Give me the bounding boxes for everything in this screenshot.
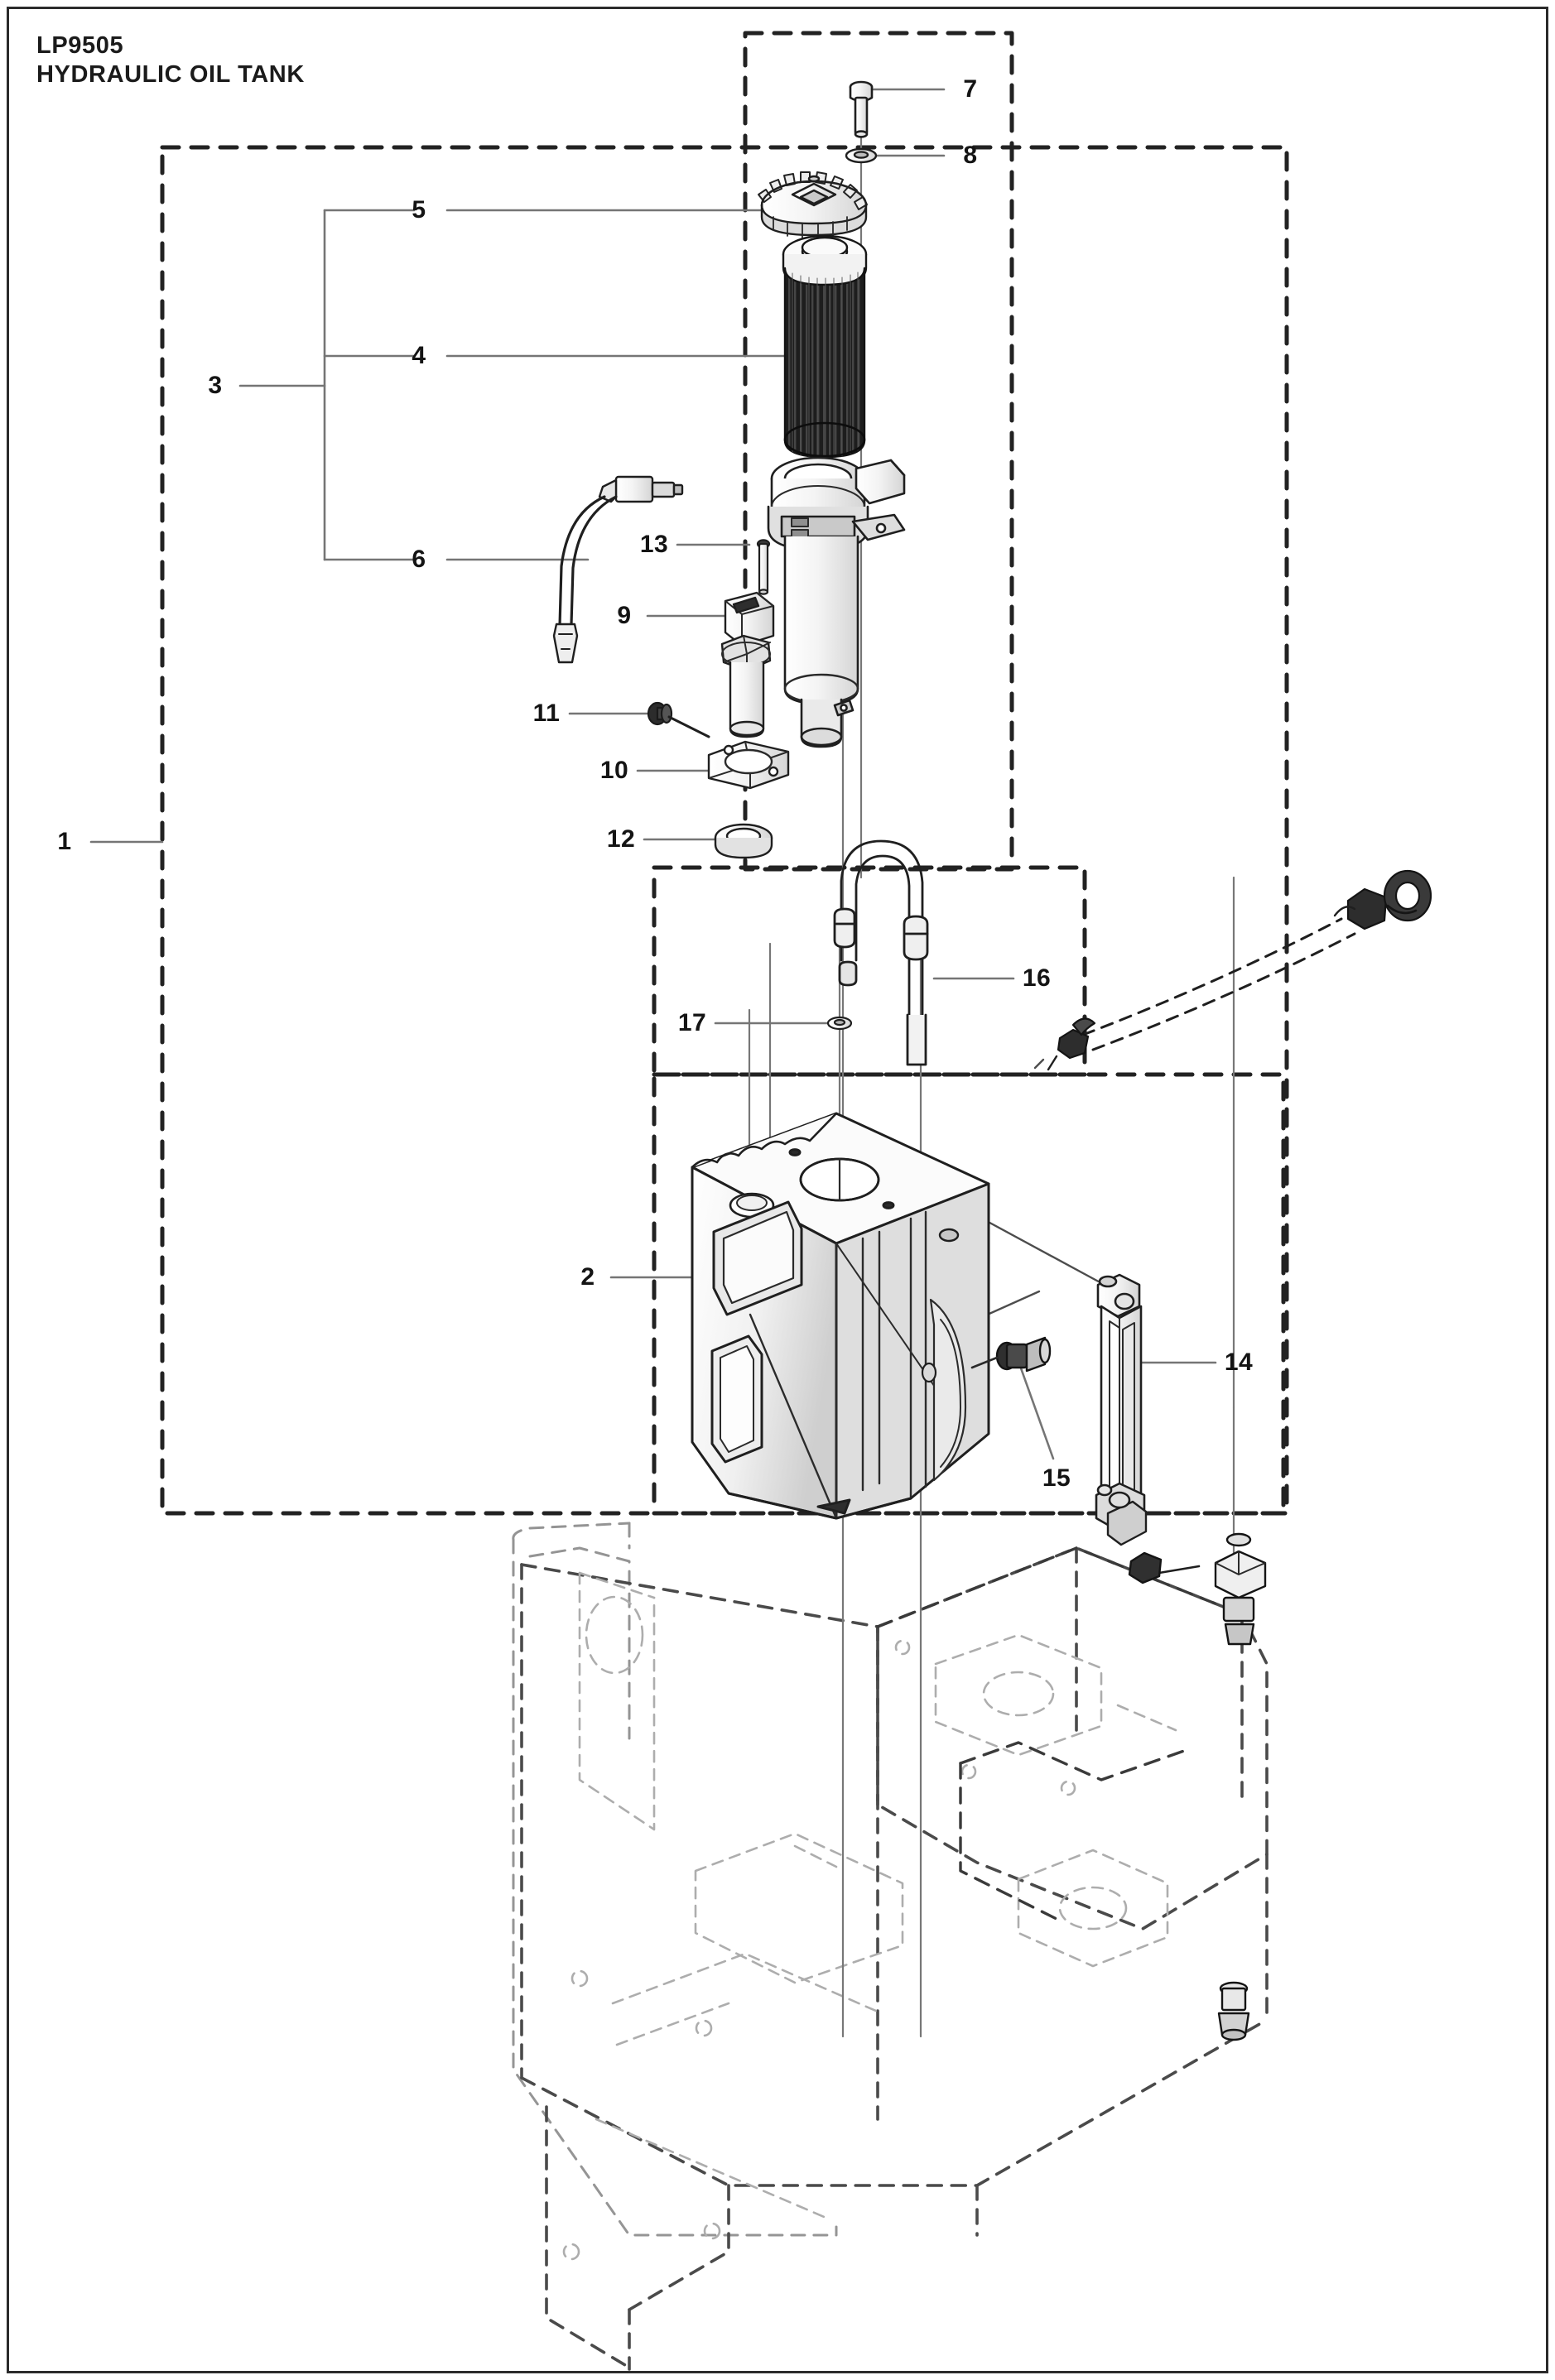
box-filter-group <box>743 31 1014 872</box>
page-title: HYDRAULIC OIL TANK <box>36 61 305 89</box>
part-6-sensor-harness <box>552 475 684 664</box>
callout-16[interactable]: 16 <box>1022 964 1052 992</box>
callout-13[interactable]: 13 <box>639 531 669 558</box>
box-hose-group <box>652 865 1087 1077</box>
part-5-filter-cap <box>758 171 868 240</box>
callout-14[interactable]: 14 <box>1224 1349 1254 1376</box>
chassis-deck <box>520 1546 1269 2371</box>
part-15-drain-fitting <box>970 1336 1052 1373</box>
chassis-solid-edges <box>876 1546 1244 1922</box>
callout-1[interactable]: 1 <box>57 828 72 855</box>
part-4-filter-element <box>782 234 868 459</box>
part-14-sight-level-gauge <box>1095 1273 1148 1546</box>
bottom-plug-fitting <box>1217 1981 1250 2041</box>
callout-15[interactable]: 15 <box>1042 1464 1071 1492</box>
lower-right-elbow-fitting <box>1128 1532 1267 1646</box>
hose-end-fitting-right <box>1333 869 1432 930</box>
callout-9[interactable]: 9 <box>617 602 632 629</box>
callout-5[interactable]: 5 <box>412 196 426 224</box>
model-code: LP9505 <box>36 32 124 59</box>
part-2-oil-tank-reservoir <box>691 1112 990 1520</box>
hose-end-fitting-left <box>1047 1017 1096 1071</box>
part-10-mounting-flange <box>707 740 790 790</box>
callout-8[interactable]: 8 <box>963 142 978 169</box>
part-7-filter-bolt <box>849 80 874 138</box>
callout-7[interactable]: 7 <box>963 75 978 103</box>
callout-17[interactable]: 17 <box>677 1009 707 1036</box>
part-13-vent-screw <box>756 539 771 595</box>
external-hose-assembly <box>1081 917 1356 1051</box>
part-11-flange-bolt <box>647 701 710 738</box>
title-block: LP9505 HYDRAULIC OIL TANK <box>36 31 305 90</box>
part-16-suction-hose <box>833 839 929 1066</box>
callout-12[interactable]: 12 <box>606 825 636 853</box>
callout-leaders <box>89 88 1217 1460</box>
callout-11[interactable]: 11 <box>532 700 561 727</box>
part-9-breather-vent <box>720 591 775 738</box>
part-17-hose-washer <box>826 1016 853 1031</box>
box-tank-group <box>652 1072 1286 1516</box>
part-8-filter-washer <box>845 147 878 164</box>
callout-10[interactable]: 10 <box>599 757 629 784</box>
filter-housing <box>767 456 906 748</box>
callout-4[interactable]: 4 <box>412 342 426 369</box>
part-12-flange-gasket <box>714 823 773 859</box>
chassis-phantom-outline <box>512 1522 838 2237</box>
callout-3[interactable]: 3 <box>208 372 223 399</box>
callout-2[interactable]: 2 <box>580 1263 595 1291</box>
group-boundary-boxes <box>160 31 1289 1516</box>
chassis-detail-ghost <box>562 1571 1177 2261</box>
callout-6[interactable]: 6 <box>412 546 426 573</box>
